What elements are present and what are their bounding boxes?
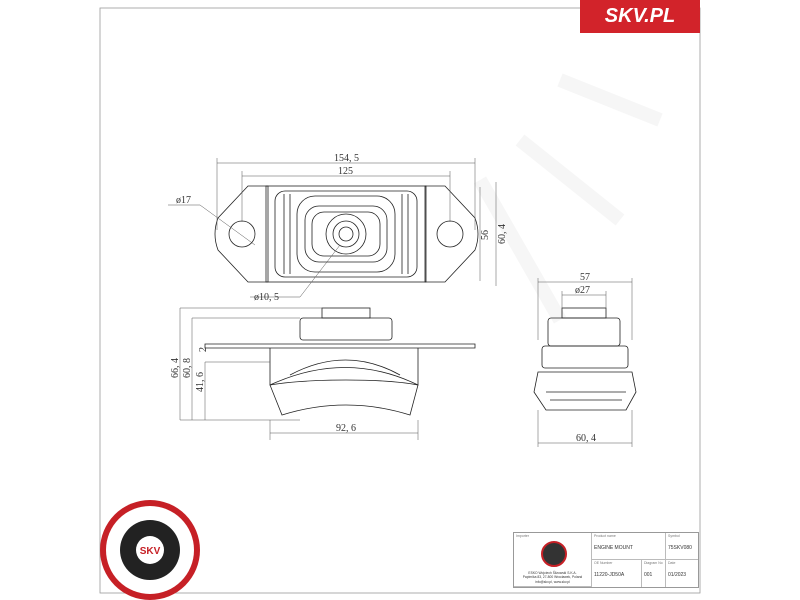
importer-line: ESKO Wojciech Ślizowski S.K.A. (528, 571, 577, 576)
dim-height-c: 41, 6 (195, 372, 206, 392)
title-block: Importer ESKO Wojciech Ślizowski S.K.A. … (513, 532, 699, 588)
importer-cell: Importer ESKO Wojciech Ślizowski S.K.A. … (514, 533, 592, 587)
dim-side-top-width: 57 (580, 272, 590, 283)
date-label: Date (668, 561, 676, 565)
dim-hole-spacing: 125 (338, 166, 353, 177)
drawing-frame (99, 7, 701, 594)
symbol: 75SKV080 (668, 545, 692, 551)
dim-inner-height: 56 (480, 230, 491, 240)
dim-flange: 2 (198, 347, 209, 352)
dim-center-dia: ø10, 5 (254, 292, 279, 303)
oe-number: 11220-JD50A (594, 572, 625, 578)
product-name-cell: Product name ENGINE MOUNT (592, 533, 666, 560)
dim-hole-dia: ø17 (176, 195, 191, 206)
diagram-cell: Diagram No 001 (642, 560, 666, 587)
importer-logo (541, 541, 567, 567)
product-name-label: Product name (594, 534, 616, 538)
watermark (473, 73, 663, 324)
importer-line: info@skv.pl, www.skv.pl (535, 579, 570, 584)
dim-base-width: 92, 6 (336, 423, 356, 434)
diagram-label: Diagram No (644, 561, 663, 565)
skv-logo: SKV.PL (580, 0, 700, 33)
diagram-number: 001 (644, 572, 653, 578)
symbol-cell: Symbol 75SKV080 (666, 533, 698, 560)
oe-label: OE Number (594, 561, 613, 565)
dim-overall-width: 154, 5 (334, 153, 359, 164)
dim-height-b: 60, 8 (182, 358, 193, 378)
dim-outer-height: 60, 4 (497, 224, 508, 244)
date: 01/2023 (668, 572, 687, 578)
svg-text:SKV: SKV (140, 546, 161, 557)
dim-stud-dia: ø27 (575, 285, 590, 296)
date-cell: Date 01/2023 (666, 560, 698, 587)
dim-side-base-width: 60, 4 (576, 433, 596, 444)
importer-line: Papirnika 83, 27-800 Wrocławek, Poland (522, 575, 583, 580)
quality-seal: SKV (100, 500, 200, 600)
oe-cell: OE Number 11220-JD50A (592, 560, 642, 587)
top-view (214, 185, 479, 283)
dim-total-height: 66, 4 (170, 358, 181, 378)
symbol-label: Symbol (668, 534, 680, 538)
side-view (533, 307, 637, 411)
importer-label: Importer (516, 534, 530, 538)
front-view (204, 307, 476, 416)
product-name: ENGINE MOUNT (594, 545, 633, 551)
